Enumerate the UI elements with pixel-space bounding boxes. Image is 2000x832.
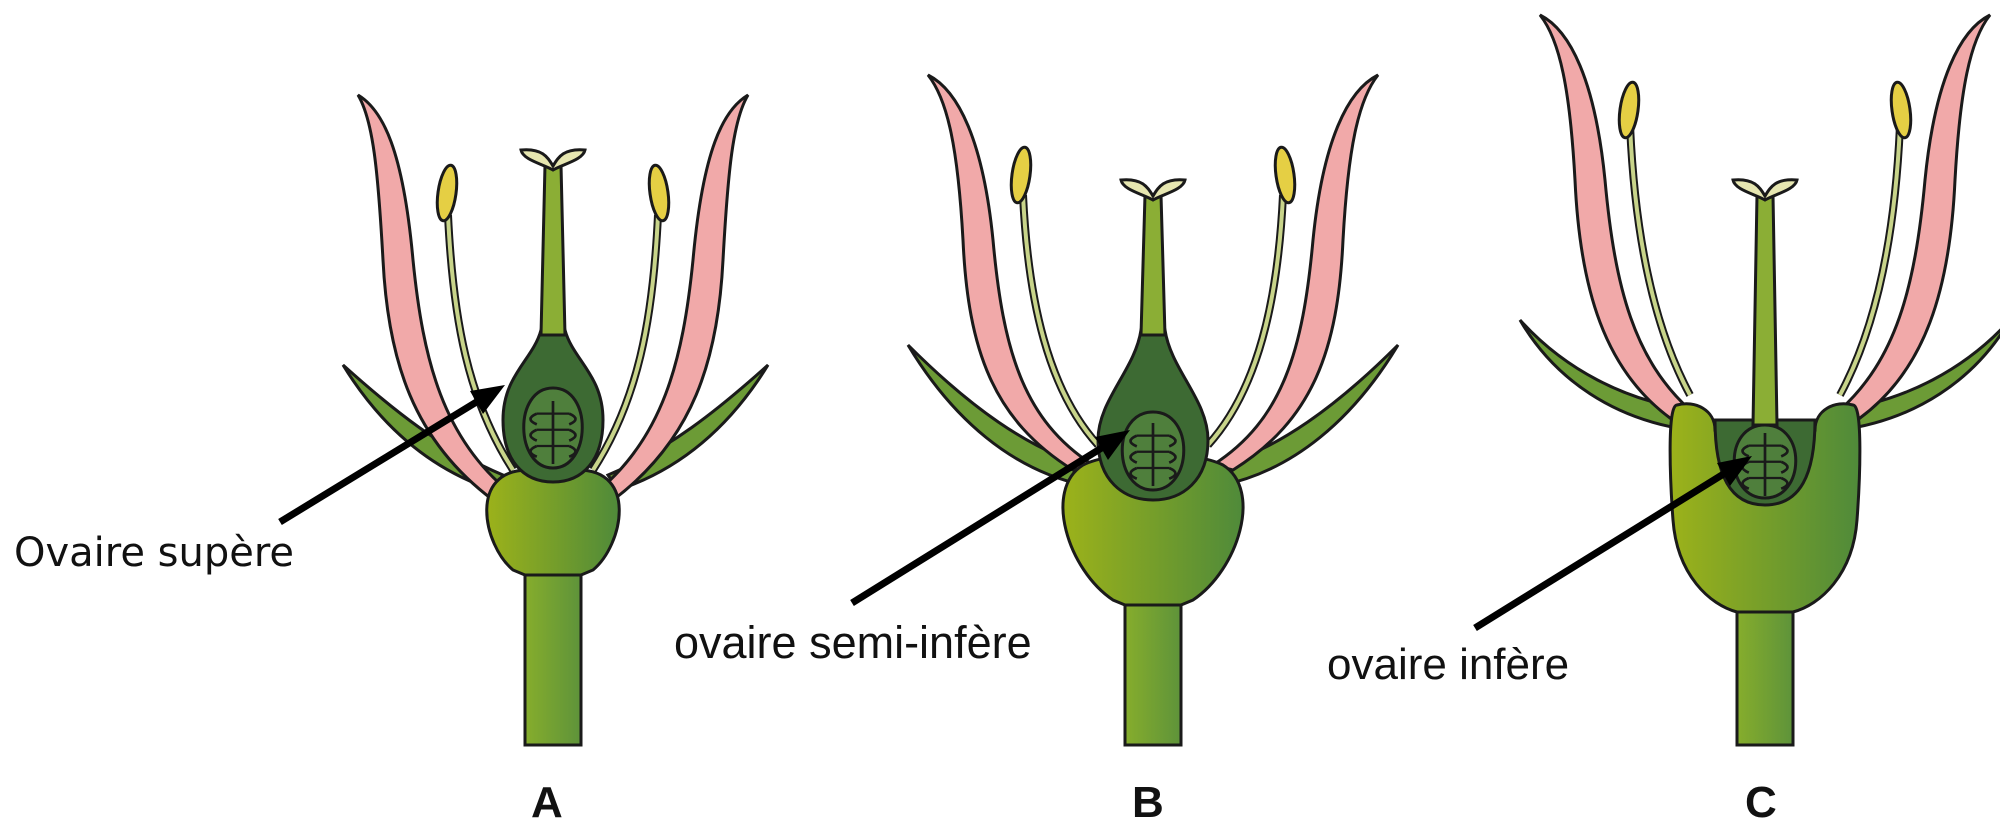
diagram-letter-a: A bbox=[531, 778, 563, 828]
diagram-letter-c: C bbox=[1745, 778, 1777, 828]
diagram-letter-b: B bbox=[1132, 778, 1164, 828]
label-ovaire-supere: Ovaire supère bbox=[14, 530, 294, 576]
label-ovaire-semi-infere: ovaire semi-infère bbox=[674, 617, 1032, 669]
flower-c bbox=[1520, 15, 2000, 745]
label-ovaire-infere: ovaire infère bbox=[1327, 640, 1569, 690]
